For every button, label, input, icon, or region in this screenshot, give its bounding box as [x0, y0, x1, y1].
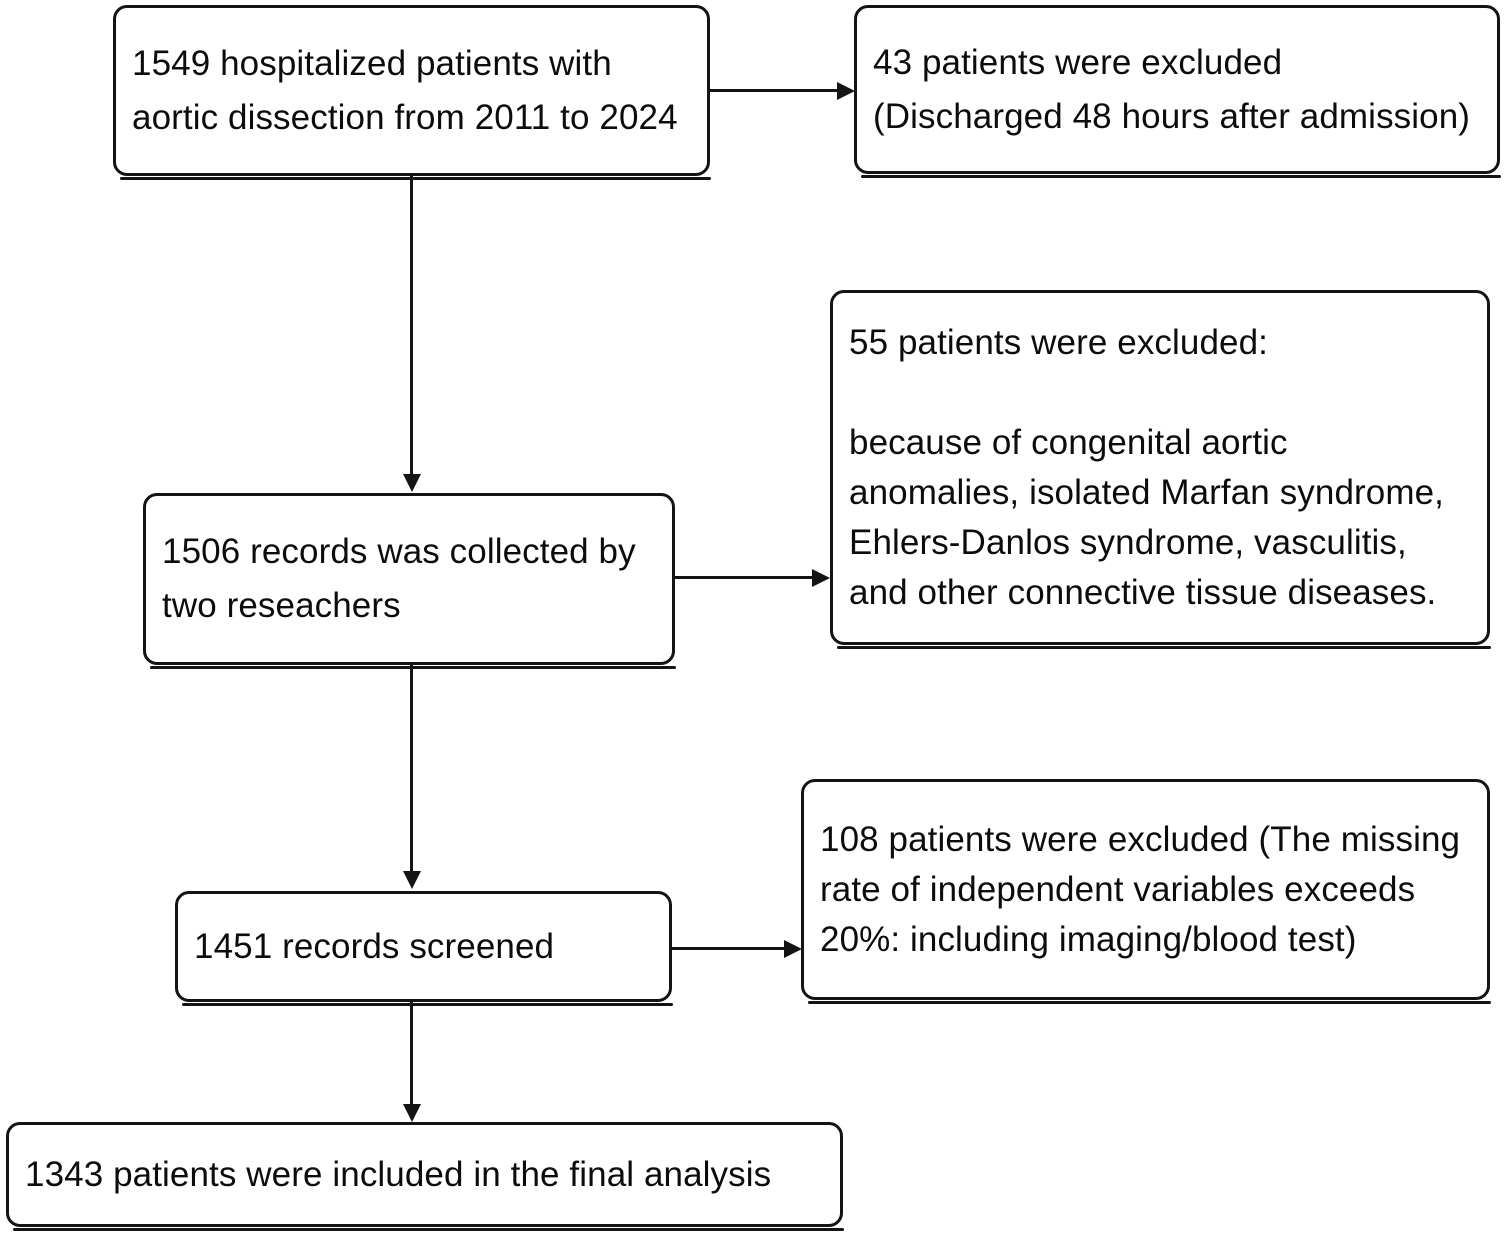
- node-excluded-missing-data-text: 108 patients were excluded (The missing …: [820, 819, 1461, 959]
- arrowhead-screened-to-excluded-missing: [784, 940, 802, 958]
- node-final-analysis-text: 1343 patients were included in the final…: [25, 1154, 772, 1194]
- node-final-analysis: 1343 patients were included in the final…: [6, 1122, 844, 1231]
- arrowhead-collected-to-screened: [403, 871, 421, 889]
- node-excluded-congenital: 55 patients were excluded: because of co…: [830, 290, 1491, 649]
- node-source-population: 1549 hospitalized patients with aortic d…: [113, 5, 711, 180]
- edge-source-to-excluded48h: [710, 89, 839, 92]
- arrowhead-collected-to-excluded-congenital: [812, 569, 830, 587]
- edge-screened-to-excluded-missing: [672, 947, 786, 950]
- node-records-collected-text: 1506 records was collected by two reseac…: [162, 532, 636, 625]
- edge-collected-to-screened: [410, 665, 413, 873]
- node-excluded-missing-data: 108 patients were excluded (The missing …: [801, 779, 1491, 1004]
- node-records-collected: 1506 records was collected by two reseac…: [143, 493, 676, 669]
- arrowhead-source-to-collected: [403, 474, 421, 492]
- node-excluded-48h-text: 43 patients were excluded (Discharged 48…: [873, 42, 1471, 136]
- node-excluded-congenital-text: 55 patients were excluded: because of co…: [849, 322, 1444, 612]
- node-source-population-text: 1549 hospitalized patients with aortic d…: [132, 43, 678, 137]
- arrowhead-source-to-excluded48h: [837, 82, 855, 100]
- arrowhead-screened-to-final: [403, 1104, 421, 1122]
- edge-source-to-collected: [410, 176, 413, 476]
- node-excluded-48h: 43 patients were excluded (Discharged 48…: [854, 5, 1501, 178]
- edge-screened-to-final: [410, 1002, 413, 1106]
- edge-collected-to-excluded-congenital: [675, 576, 814, 579]
- node-records-screened-text: 1451 records screened: [194, 926, 555, 966]
- node-records-screened: 1451 records screened: [175, 891, 673, 1006]
